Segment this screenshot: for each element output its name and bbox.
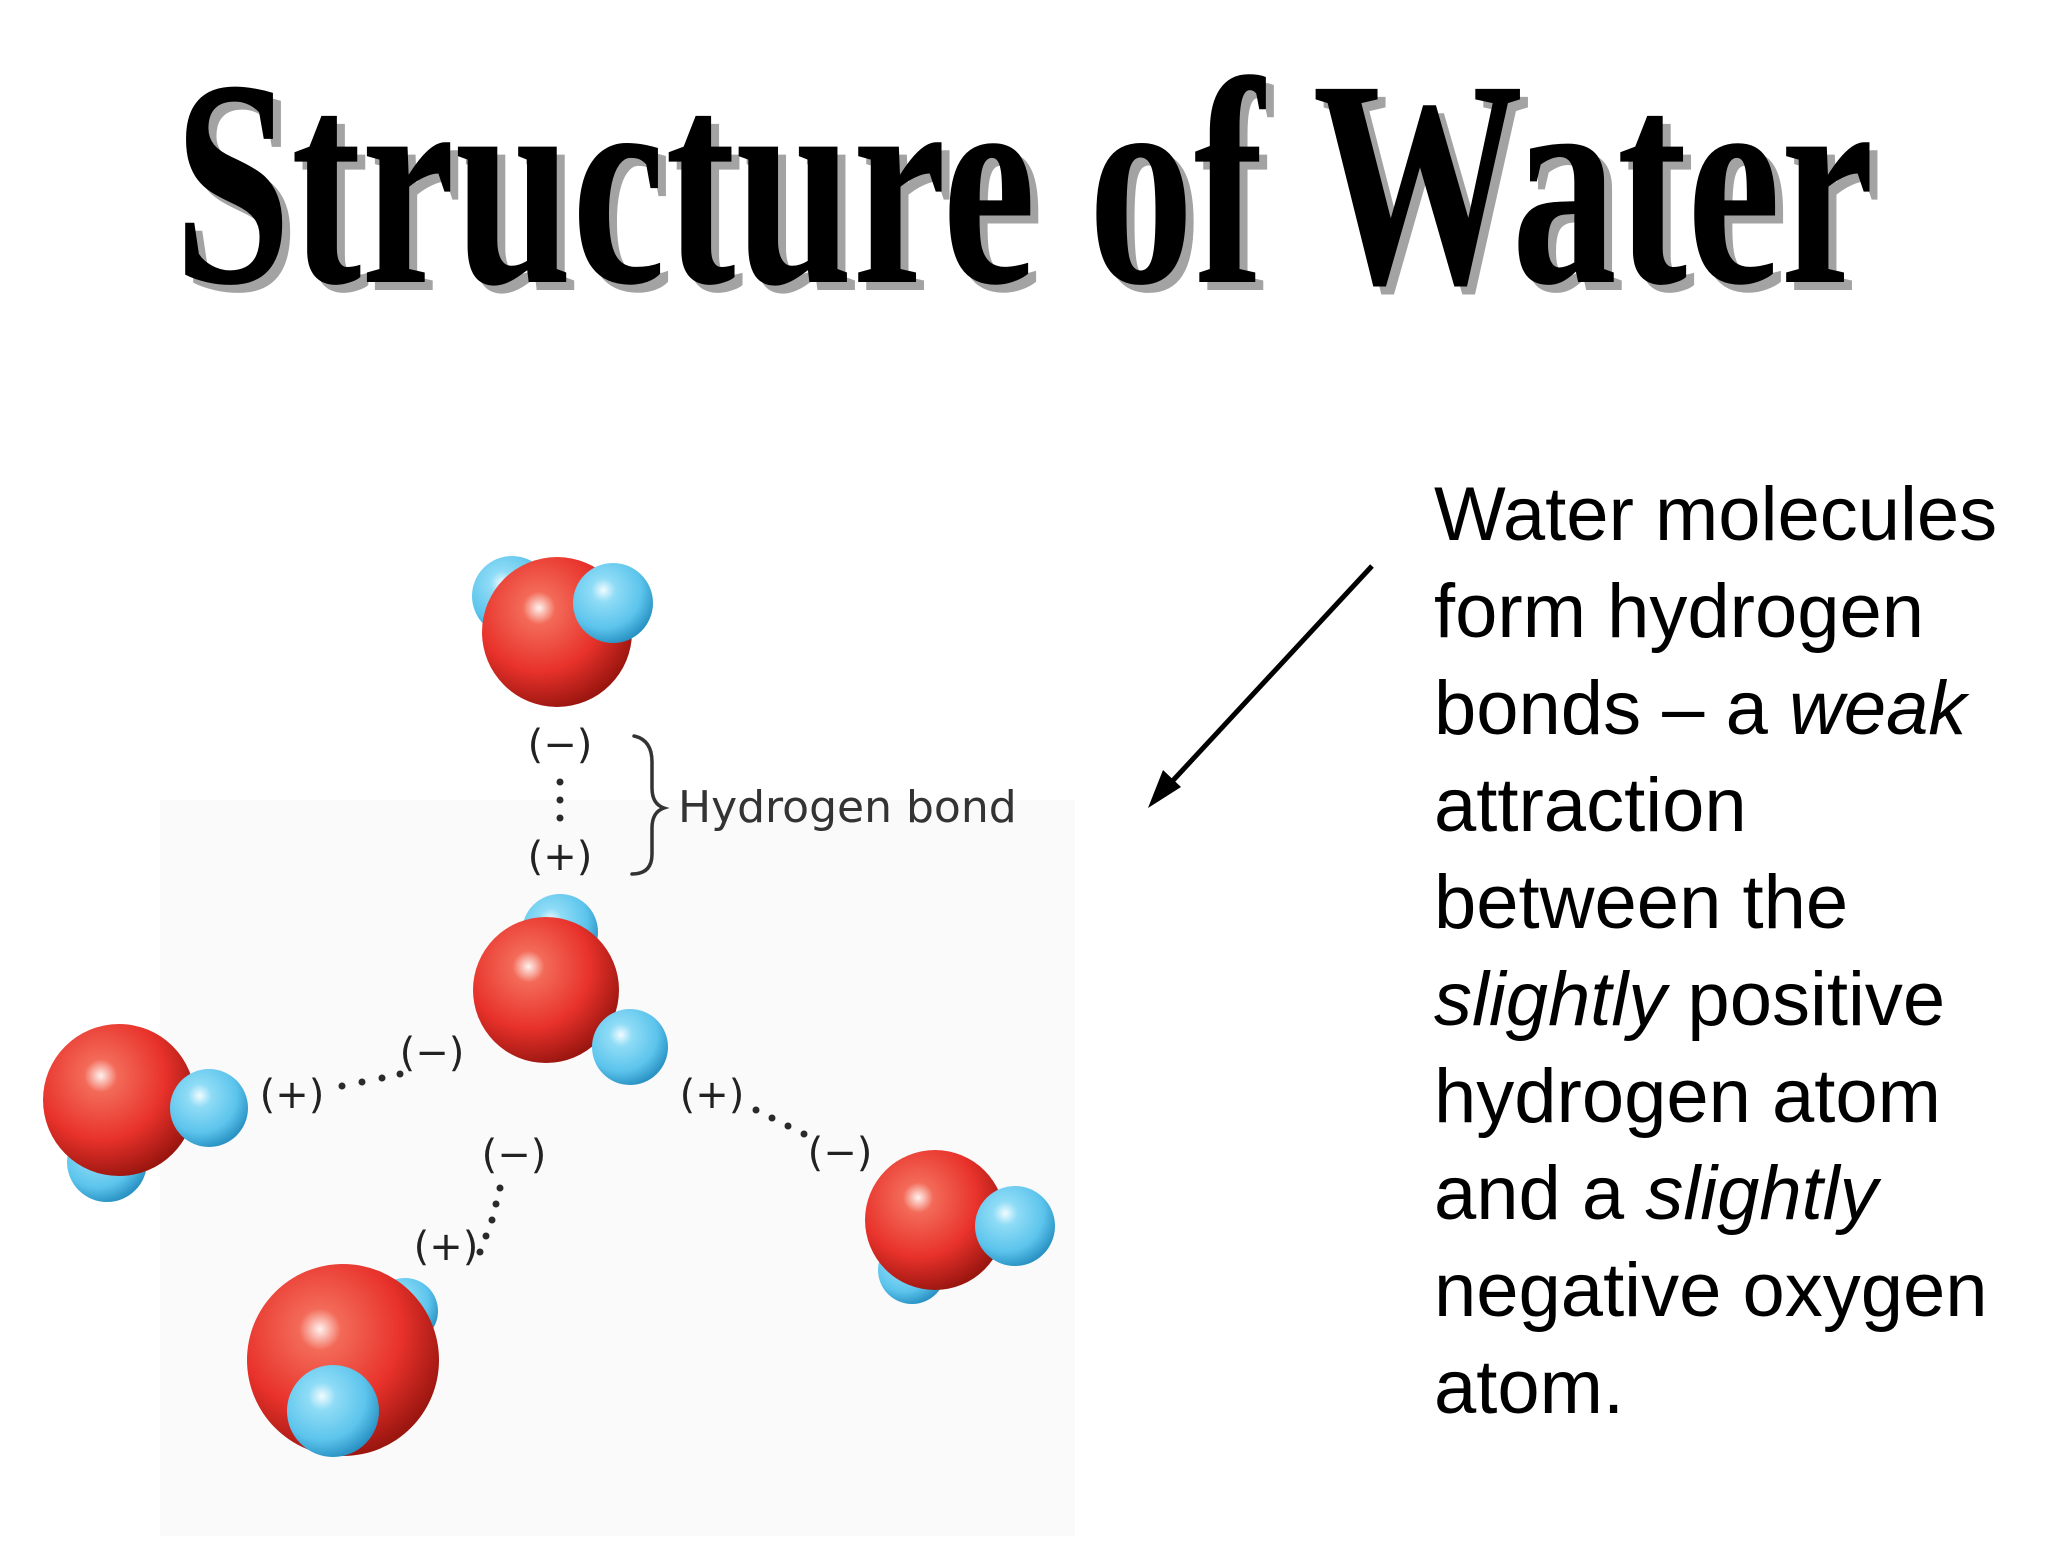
hydrogen-atom <box>170 1069 248 1147</box>
emphasis-text: weak <box>1788 666 1967 751</box>
description-segment: bonds – a <box>1434 666 1789 751</box>
title-shadow: Structure of Water <box>182 27 1882 310</box>
bottom-water-molecule <box>247 1264 439 1457</box>
description-line: Water molecules <box>1434 466 2034 563</box>
left-water-molecule <box>43 1024 248 1202</box>
right-water-molecule <box>865 1150 1055 1304</box>
bond-dot <box>556 814 564 822</box>
bond-dot <box>752 1106 760 1114</box>
description-segment: hydrogen atom <box>1434 1054 1941 1139</box>
bond-dot <box>338 1082 346 1090</box>
hydrogen-bond-label: Hydrogen bond <box>678 782 1017 833</box>
description-line: atom. <box>1434 1339 2034 1436</box>
charge-label-positive: (+) <box>414 1224 479 1270</box>
top-water-molecule <box>472 556 653 707</box>
bond-dot <box>358 1078 366 1086</box>
charge-label-negative: (−) <box>528 722 593 768</box>
oxygen-atom <box>865 1150 1005 1290</box>
oxygen-atom <box>43 1024 195 1176</box>
description-segment: positive <box>1666 957 1946 1042</box>
bond-dot <box>396 1070 404 1078</box>
bond-dot <box>482 1232 490 1240</box>
charge-label-positive: (+) <box>528 834 593 880</box>
description-segment: attraction <box>1434 763 1747 848</box>
charge-label-negative: (−) <box>400 1030 465 1076</box>
hydrogen-bond-dots <box>338 778 808 1256</box>
bond-dot <box>556 796 564 804</box>
bond-dot <box>768 1114 776 1122</box>
title-graphic: Structure of Water Structure of Water <box>174 19 1882 310</box>
charge-label-positive: (+) <box>680 1072 745 1118</box>
description-line: between the <box>1434 854 2034 951</box>
description-segment: and a <box>1434 1151 1646 1236</box>
description-segment: form hydrogen <box>1434 569 1925 654</box>
description-line: slightly positive <box>1434 951 2034 1048</box>
bond-dot <box>800 1130 808 1138</box>
molecule-svg: (−) (+) (+) (−) (+) (−) (−) (+) Hydrogen… <box>43 556 1075 1536</box>
central-water-molecule <box>473 894 668 1085</box>
description-segment: atom. <box>1434 1345 1625 1430</box>
description-line: bonds – a weak <box>1434 660 2034 757</box>
arrow-head <box>1148 770 1181 808</box>
emphasis-text: slightly <box>1434 957 1667 1042</box>
charge-label-negative: (−) <box>808 1130 873 1176</box>
hydrogen-atom <box>592 1009 668 1085</box>
arrow-shaft <box>1164 564 1374 790</box>
charge-label-negative: (−) <box>482 1132 547 1178</box>
description-line: attraction <box>1434 757 2034 854</box>
emphasis-text: slightly <box>1645 1151 1878 1236</box>
bond-dot <box>476 1248 484 1256</box>
description-segment: negative oxygen <box>1434 1248 1988 1333</box>
description-line: negative oxygen <box>1434 1242 2034 1339</box>
hydrogen-atom <box>287 1365 379 1457</box>
description-line: form hydrogen <box>1434 563 2034 660</box>
bond-dot <box>488 1216 496 1224</box>
charge-label-positive: (+) <box>260 1072 325 1118</box>
slide-title: Structure of Water Structure of Water <box>0 10 2048 310</box>
bond-dot <box>492 1200 500 1208</box>
description-line: hydrogen atom <box>1434 1048 2034 1145</box>
water-molecule-diagram: (−) (+) (+) (−) (+) (−) (−) (+) Hydrogen… <box>0 500 1120 1536</box>
bond-brace <box>630 734 670 876</box>
hydrogen-atom <box>573 563 653 643</box>
title-text: Structure of Water <box>174 19 1874 310</box>
description-segment: Water molecules <box>1434 472 1998 557</box>
bond-dot <box>378 1074 386 1082</box>
bond-dot <box>784 1122 792 1130</box>
bond-dot <box>556 778 564 786</box>
description-line: and a slightly <box>1434 1145 2034 1242</box>
oxygen-atom <box>473 917 619 1063</box>
description-segment: between the <box>1434 860 1849 945</box>
hydrogen-atom <box>975 1186 1055 1266</box>
bond-dot <box>496 1184 504 1192</box>
